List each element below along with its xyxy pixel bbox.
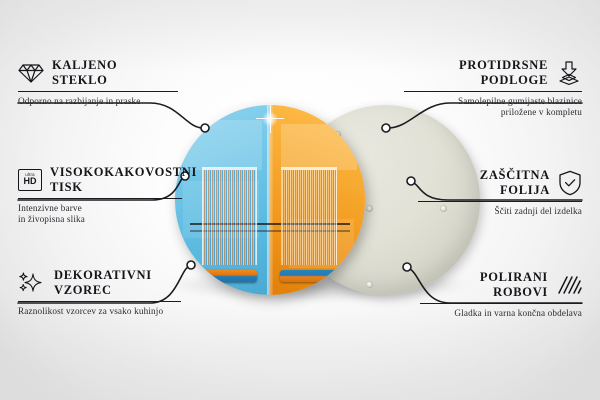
callout-header: ultra HD VISOKOKAKOVOSTNI TISK: [18, 165, 196, 194]
callout-title: POLIRANI ROBOVI: [479, 270, 548, 299]
glass-base-right: [279, 269, 337, 282]
rubber-pad: [366, 205, 373, 212]
artwork-seam: [267, 105, 273, 295]
badge-hd-label: HD: [23, 176, 37, 187]
callout-title: ZAŠČITNA FOLIJA: [479, 168, 550, 197]
connector-dot-top-left: [200, 123, 210, 133]
artwork-panel: [182, 120, 263, 170]
connector-dot-bottom-right: [402, 262, 412, 272]
callout-divider: [18, 301, 181, 302]
connector-line-bottom-left: [17, 265, 191, 304]
connector-line-bottom-right: [407, 267, 583, 304]
callout-divider: [420, 303, 582, 304]
glass-base-left: [199, 269, 257, 282]
callout-anti-slip-pads: PROTIDRSNE PODLOGE Samolepilne gumijaste…: [404, 58, 582, 119]
artwork-shelf-line: [190, 230, 350, 233]
callout-subtitle: Samolepilne gumijaste blazinice: [457, 96, 582, 106]
diamond-icon: [18, 63, 44, 83]
ultra-hd-badge-icon: ultra HD: [18, 168, 42, 191]
callout-divider: [18, 198, 182, 199]
connector-line-top-left: [17, 102, 204, 129]
rubber-pad: [440, 205, 447, 212]
callout-title: DEKORATIVNI VZOREC: [54, 268, 152, 297]
callout-title: KALJENO STEKLO: [52, 58, 118, 87]
connector-dot-middle-left: [180, 171, 190, 181]
callout-divider: [18, 91, 178, 92]
callout-protective-film: ZAŠČITNA FOLIJA Ščiti zadnji del izdelka: [418, 168, 582, 217]
glass-rim: [201, 166, 257, 170]
highlight-sparkle-icon: [256, 105, 285, 133]
callout-tempered-glass: KALJENO STEKLO Odporno na razbijanje in …: [18, 58, 196, 107]
sparkles-icon: [19, 271, 42, 292]
connector-dot-middle-right: [406, 176, 416, 186]
callout-header: DEKORATIVNI VZOREC: [18, 268, 196, 297]
callout-subtitle: priložene v kompletu: [500, 107, 582, 118]
callout-decorative-pattern: DEKORATIVNI VZOREC Raznolikost vzorcev z…: [18, 268, 196, 317]
connector-line-top-right: [387, 102, 583, 129]
board-artwork: [175, 105, 365, 295]
rubber-pad: [366, 281, 373, 288]
callout-divider: [404, 91, 582, 92]
callout-subtitle: Intenzivne barve: [18, 203, 82, 213]
callout-subtitle: Raznolikost vzorcev za vsako kuhinjo: [18, 306, 164, 316]
callout-title: PROTIDRSNE PODLOGE: [459, 58, 548, 87]
callout-header: POLIRANI ROBOVI: [420, 270, 582, 299]
callout-subtitle: in živopisna slika: [18, 214, 86, 225]
glass-right: [281, 166, 337, 265]
connector-dot-bottom-left: [186, 260, 196, 270]
glass-left: [201, 166, 257, 265]
callout-subtitle: Gladka in varna končna obdelava: [454, 308, 582, 318]
callout-polished-edges: POLIRANI ROBOVI Gladka in varna končna o…: [420, 270, 582, 319]
artwork-shelf-line: [190, 222, 350, 225]
connector-dot-top-right: [381, 123, 391, 133]
callout-subtitle: Odporno na razbijanje in praske: [18, 96, 141, 106]
polished-edges-icon: [558, 275, 582, 294]
callout-header: PROTIDRSNE PODLOGE: [404, 58, 582, 87]
shield-check-icon: [559, 170, 581, 195]
badge-ultra-label: ultra: [25, 171, 35, 177]
artwork-panel: [281, 124, 358, 170]
callout-header: ZAŠČITNA FOLIJA: [418, 168, 582, 197]
callout-header: KALJENO STEKLO: [18, 58, 196, 87]
callout-divider: [418, 201, 582, 202]
callout-high-quality-print: ultra HD VISOKOKAKOVOSTNI TISK Intenzivn…: [18, 165, 196, 226]
callout-subtitle: Ščiti zadnji del izdelka: [494, 206, 582, 216]
board-printed-side: [175, 105, 365, 295]
callout-title: VISOKOKAKOVOSTNI TISK: [50, 165, 198, 194]
glass-rim: [281, 166, 337, 170]
anti-slip-pad-icon: [559, 60, 579, 85]
